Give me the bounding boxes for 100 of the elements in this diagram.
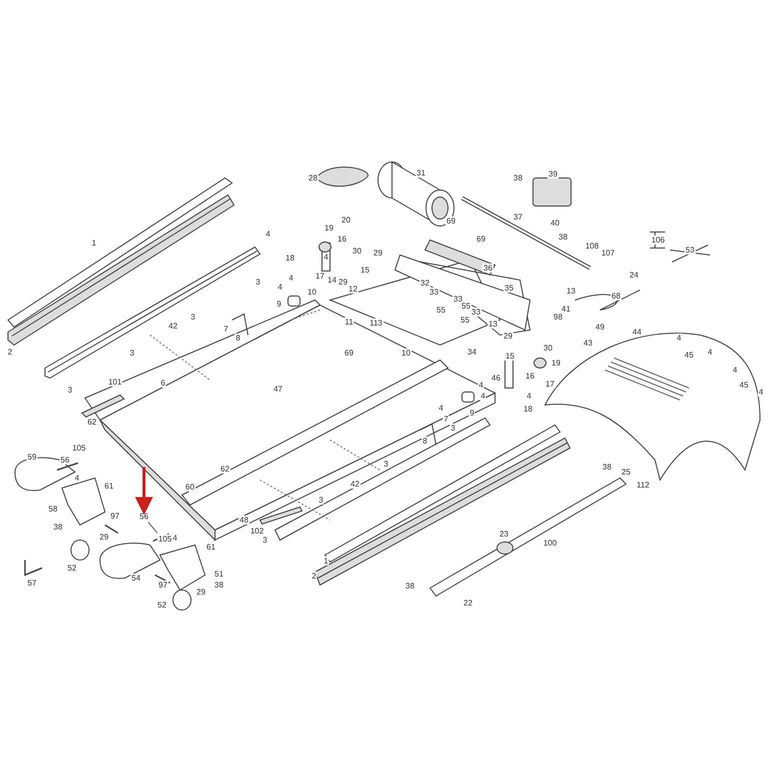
callout-number: 101 — [107, 378, 123, 386]
callout-number: 37 — [512, 212, 524, 222]
callout-number: 7 — [442, 414, 450, 424]
callout-number: 55 — [436, 306, 446, 314]
callout-number: 69 — [446, 216, 456, 226]
callout-number: 60 — [184, 482, 196, 492]
callout-number: 18 — [284, 254, 296, 262]
callout-number: 29 — [372, 248, 384, 258]
callout-number: 45 — [684, 350, 694, 360]
callout-number: 33 — [428, 288, 440, 296]
callout-number: 40 — [550, 218, 560, 228]
callout-number: 3 — [66, 386, 74, 394]
callout-number: 25 — [620, 468, 632, 476]
callout-number: 38 — [558, 232, 568, 242]
callout-number: 16 — [336, 234, 348, 244]
callout-number: 4 — [438, 404, 444, 412]
leader-line — [148, 522, 158, 534]
callout-number: 11 — [344, 318, 354, 326]
callout-number: 13 — [566, 286, 576, 296]
callout-number: 4 — [74, 474, 80, 482]
callout-number: 10 — [306, 288, 318, 296]
callout-number: 19 — [550, 358, 562, 368]
callout-number: 3 — [382, 460, 390, 468]
callout-number: 105 — [157, 534, 173, 544]
callout-number: 68 — [610, 292, 622, 300]
callout-number: 62 — [86, 418, 98, 426]
callout-number: 42 — [350, 480, 360, 488]
callout-number: 39 — [548, 170, 558, 178]
callout-number: 113 — [368, 318, 384, 328]
callout-number: 1 — [322, 556, 330, 566]
callout-number: 108 — [584, 242, 600, 250]
callout-number: 4 — [264, 230, 272, 238]
callout-number: 35 — [504, 284, 514, 292]
callout-number: 58 — [48, 504, 58, 514]
callout-number: 97 — [110, 512, 120, 520]
callout-number: 1 — [90, 238, 98, 248]
callout-number: 4 — [732, 366, 738, 374]
callout-number: 15 — [360, 266, 370, 274]
callout-number: 97 — [158, 580, 168, 590]
callout-number: 2 — [6, 348, 14, 356]
callout-number: 4 — [758, 388, 764, 396]
callout-number: 4 — [478, 380, 484, 390]
callout-number: 52 — [66, 564, 78, 572]
callout-number: 29 — [338, 278, 348, 286]
callout-number: 17 — [544, 380, 556, 388]
callout-number: 4 — [322, 252, 330, 262]
callout-number: 18 — [522, 404, 534, 414]
callout-number: 15 — [504, 352, 516, 360]
callout-number: 38 — [404, 582, 416, 590]
callout-number: 29 — [502, 332, 514, 340]
callout-number: 48 — [238, 516, 250, 524]
callout-number: 100 — [542, 538, 558, 548]
callout-number: 61 — [206, 542, 216, 552]
callout-number: 9 — [468, 408, 476, 418]
callout-number: 17 — [314, 272, 326, 280]
callout-number: 30 — [542, 344, 554, 352]
highlight-arrow — [135, 467, 153, 515]
callout-number: 4 — [676, 334, 682, 342]
callout-number: 61 — [104, 482, 114, 490]
callout-number: 20 — [340, 216, 352, 224]
callout-number: 4 — [526, 392, 532, 400]
callout-number: 46 — [490, 374, 502, 382]
callout-number: 59 — [26, 452, 38, 462]
callout-number: 38 — [214, 580, 224, 590]
callout-number: 69 — [344, 348, 354, 358]
callout-number: 3 — [128, 348, 136, 358]
callout-number: 3 — [450, 424, 456, 432]
callout-number: 57 — [26, 578, 38, 588]
callout-number: 54 — [130, 574, 142, 582]
callout-number: 8 — [422, 436, 428, 446]
callout-number: 38 — [52, 522, 64, 532]
callout-number: 12 — [348, 284, 358, 294]
callout-number: 4 — [706, 348, 714, 356]
callout-number: 42 — [168, 322, 178, 330]
callout-number: 44 — [632, 328, 642, 336]
callout-number: 51 — [214, 570, 224, 578]
callout-number: 47 — [272, 384, 284, 394]
callout-number: 23 — [498, 530, 510, 538]
callout-number: 45 — [738, 380, 750, 390]
callout-number: 6 — [160, 378, 166, 388]
callout-number: 2 — [310, 572, 318, 580]
callout-number: 52 — [156, 600, 168, 610]
callout-number: 56 — [60, 456, 70, 464]
callout-number: 4 — [288, 274, 294, 282]
callout-number: 49 — [594, 322, 606, 332]
callout-number: 29 — [196, 588, 206, 596]
callout-number: 9 — [276, 300, 282, 308]
callout-number: 69 — [476, 234, 486, 244]
callout-number: 43 — [582, 338, 594, 348]
callout-number: 4 — [276, 282, 284, 292]
callout-number: 3 — [318, 496, 324, 504]
callout-number: 56 — [137, 512, 151, 522]
callout-number: 28 — [308, 174, 318, 182]
callout-number: 34 — [466, 348, 478, 356]
callout-number: 7 — [222, 324, 230, 334]
callout-number: 13 — [488, 320, 498, 328]
callout-number: 62 — [220, 464, 230, 474]
callout-number: 36 — [482, 264, 494, 272]
callout-number: 3 — [190, 312, 196, 322]
callout-number: 3 — [254, 278, 262, 286]
